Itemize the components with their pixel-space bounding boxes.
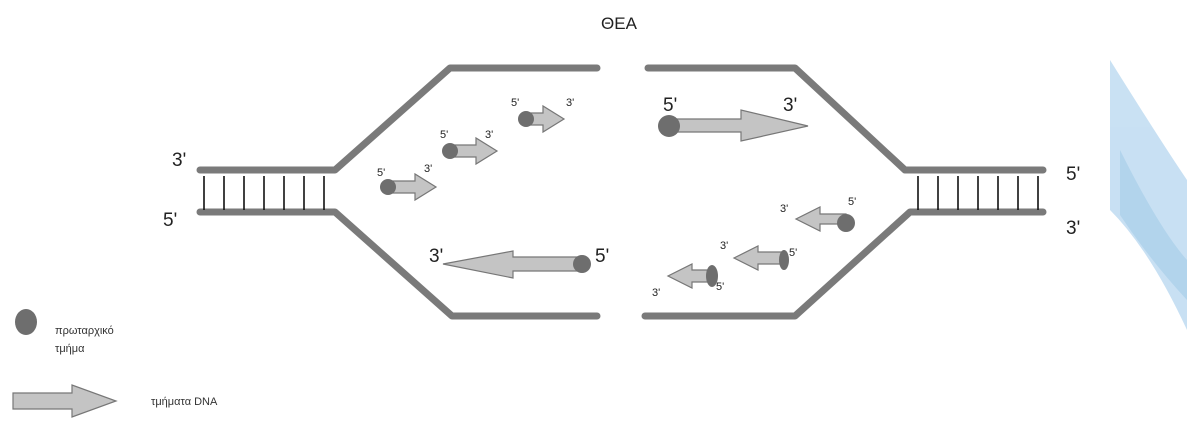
legend: πρωταρχικό τμήμα τμήματα DNA bbox=[12, 309, 218, 418]
left-top-strand bbox=[196, 64, 601, 174]
fragment-top-left-1-start: 5' bbox=[377, 167, 385, 179]
left-bottom-end-label: 5' bbox=[163, 210, 177, 231]
primer-bottom-left-leading bbox=[573, 255, 591, 273]
fragment-bottom-right-2-end: 3' bbox=[720, 240, 728, 252]
primer-top-left-1 bbox=[380, 179, 396, 195]
primers bbox=[380, 111, 855, 287]
fragment-top-left-2-end: 3' bbox=[485, 129, 493, 141]
legend-fragment-icon bbox=[12, 384, 118, 418]
primer-top-left-3 bbox=[518, 111, 534, 127]
legend-primer-icon bbox=[15, 309, 37, 335]
primer-bottom-right-2 bbox=[779, 250, 789, 270]
watermark-logo bbox=[1110, 60, 1187, 330]
title: ΘΕΑ bbox=[601, 14, 638, 33]
right-bottom-end-label: 3' bbox=[1066, 218, 1080, 239]
base-pair-rungs-right bbox=[917, 176, 1039, 210]
fragment-bottom-left-leading-end: 3' bbox=[429, 246, 443, 267]
base-pair-rungs-left bbox=[203, 176, 325, 210]
fragment-bottom-right-3-start: 5' bbox=[716, 281, 724, 293]
fragment-arrow-bottom-left-leading bbox=[442, 250, 586, 279]
primer-bottom-right-1 bbox=[837, 214, 855, 232]
fragment-bottom-right-2-start: 5' bbox=[789, 247, 797, 259]
fragment-arrow-bottom-right-2 bbox=[732, 245, 784, 271]
legend-primer-label-line2: τμήμα bbox=[55, 343, 85, 355]
fragment-top-left-2-start: 5' bbox=[440, 129, 448, 141]
fragment-top-right-leading-start: 5' bbox=[663, 95, 677, 116]
fragment-arrows bbox=[385, 104, 847, 289]
fragment-bottom-right-1-end: 3' bbox=[780, 203, 788, 215]
left-bottom-strand bbox=[196, 208, 601, 320]
primer-bottom-right-3 bbox=[706, 265, 718, 287]
left-top-end-label: 3' bbox=[172, 150, 186, 171]
right-top-strand bbox=[644, 64, 1047, 174]
fragment-bottom-right-3-end: 3' bbox=[652, 287, 660, 299]
primer-top-left-2 bbox=[442, 143, 458, 159]
right-top-end-label: 5' bbox=[1066, 164, 1080, 185]
fragment-top-left-3-end: 3' bbox=[566, 97, 574, 109]
fragment-arrow-top-right-leading bbox=[668, 109, 809, 142]
fragment-top-right-leading-end: 3' bbox=[783, 95, 797, 116]
fragment-bottom-left-leading-start: 5' bbox=[595, 246, 609, 267]
right-bottom-strand bbox=[641, 208, 1047, 320]
primer-top-right-leading bbox=[658, 115, 680, 137]
fragment-top-left-1-end: 3' bbox=[424, 163, 432, 175]
dna-strands bbox=[196, 64, 1047, 320]
fragment-arrow-bottom-right-3 bbox=[666, 263, 713, 289]
fragment-top-left-3-start: 5' bbox=[511, 97, 519, 109]
legend-primer-label-line1: πρωταρχικό bbox=[55, 325, 114, 337]
legend-fragments-label: τμήματα DNA bbox=[151, 396, 218, 408]
fragment-bottom-right-1-start: 5' bbox=[848, 196, 856, 208]
